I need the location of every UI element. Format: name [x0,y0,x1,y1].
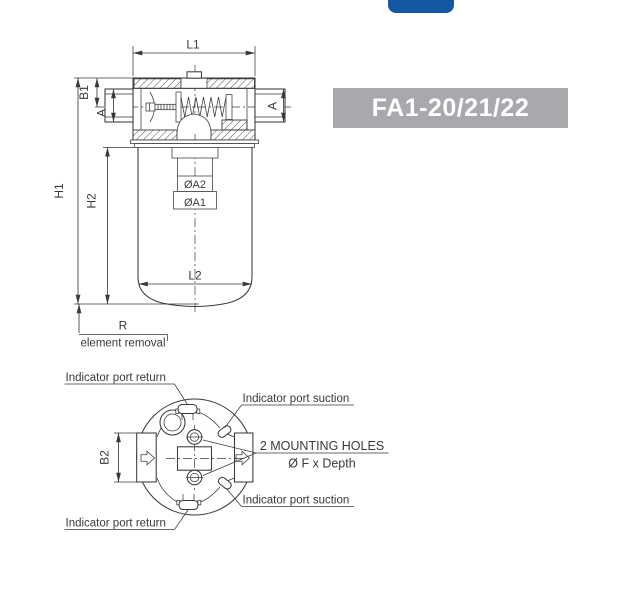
dim-b2-label: B2 [98,450,112,465]
dim-l1: L1 [132,38,256,76]
filter-head-section [132,71,256,141]
suction-port-cap-top [217,425,232,438]
blue-tab-button[interactable] [388,0,454,13]
dim-h1: H1 [52,77,133,304]
dim-r-element-removal: R element removal [74,303,199,350]
callout-suction-bottom: Indicator port suction [225,487,354,507]
mounting-hole-bottom [186,469,203,486]
bypass-valve-assembly [145,91,233,135]
dim-h2-label: H2 [85,193,99,209]
model-banner-label: FA1-20/21/22 [371,93,530,122]
dim-b2: B2 [98,432,137,483]
port-block-right [233,432,254,483]
suction-port-cap-bottom [217,476,232,490]
dim-a-right-label: A [266,102,280,110]
suction-top-label: Indicator port suction [243,393,350,405]
dim-l2-label: L2 [188,269,202,283]
filter-bowl: ØA2 ØA1 [137,147,253,308]
port-block-left [136,432,157,483]
flow-arrow-left [140,450,156,466]
left-port [104,88,134,123]
dim-h2: H2 [85,147,134,304]
dim-b1-label: B1 [77,85,91,100]
element-removal-note: element removal [80,338,165,350]
dim-da1-label: ØA1 [184,197,206,209]
dim-b1: B1 [77,78,100,107]
top-view: B2 Indicator port return Indicator port … [64,372,389,530]
return-top-label: Indicator port return [66,372,166,384]
dim-a-left: A [95,89,116,122]
dim-a-left-label: A [95,109,109,117]
mounting-holes-detail-label: Ø F x Depth [288,457,355,471]
suction-bottom-label: Indicator port suction [243,495,350,507]
callout-return-bottom: Indicator port return [64,509,189,530]
mounting-hole-top [186,429,203,445]
top-plug-boss [186,71,203,79]
dim-l1-label: L1 [186,38,200,52]
poppet-dome [176,113,212,135]
callout-return-top: Indicator port return [64,372,188,405]
callout-mounting-holes: 2 MOUNTING HOLES Ø F x Depth [202,439,389,476]
model-banner: FA1-20/21/22 [333,88,568,128]
return-bottom-label: Indicator port return [66,518,166,530]
spring [180,96,227,118]
dim-h1-label: H1 [52,183,66,199]
dim-da2-label: ØA2 [184,179,206,191]
mounting-holes-label: 2 MOUNTING HOLES [260,439,384,453]
return-port-cap-bottom [176,494,202,511]
dim-r-label: R [119,319,128,333]
bowl-flange [130,139,259,148]
right-port [254,88,286,123]
return-port-cap-top [175,403,201,420]
dim-l2: L2 [138,269,252,287]
side-ports [104,88,286,123]
callout-suction-top: Indicator port suction [224,393,354,428]
indicator-boss [159,409,186,436]
mounting-boss [166,425,243,490]
dim-a-right: A [266,89,286,122]
front-view: ØA2 ØA1 L1 B1 A A [52,38,293,350]
